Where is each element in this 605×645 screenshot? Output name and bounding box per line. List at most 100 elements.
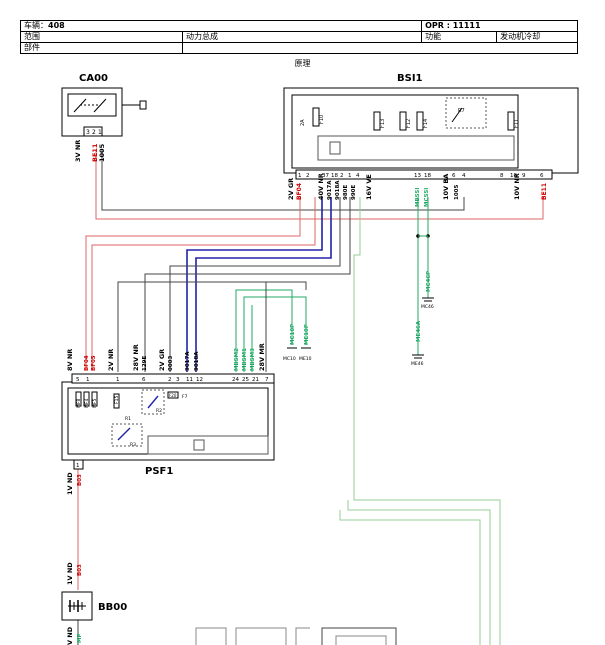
parts-value [182, 42, 578, 54]
psf1-pin-1: 1 [86, 377, 90, 383]
label-mc10p: MC10P [290, 324, 296, 345]
psf1-f15-label: F15 [114, 396, 120, 404]
psf1-8v-nr: 8V NR [66, 349, 74, 371]
bsi1-f10-label: F10 [319, 115, 325, 124]
wire-green-3 [339, 510, 481, 645]
label-mc46: MC46 [421, 304, 434, 310]
bsi1-component: BSI1 F10 F13 F12 F14 F11 R7 2A 1 2 37 18… [283, 73, 579, 207]
wire-1005 [101, 150, 465, 211]
bsi1-title: BSI1 [397, 73, 423, 84]
bsi1-pin-18: 18 [331, 173, 338, 179]
bsi1-fuse-f13 [373, 111, 381, 131]
psf1-relay-switch-2 [147, 395, 159, 409]
bsi1-box [283, 87, 579, 174]
bsi1-fuse-f11 [507, 111, 515, 131]
psf1-wire-bf04: BF04 [84, 355, 90, 371]
bsi1-wire-980e: 980E [343, 185, 349, 200]
psf1-fuse-mf8 [75, 391, 82, 407]
psf1-title: PSF1 [145, 466, 173, 477]
bb00-wire-b03: B03 [77, 564, 83, 576]
bsi1-relay-switch [451, 107, 463, 123]
ca00-connector-label: 3V NR [74, 140, 82, 162]
ca00-title: CA00 [79, 73, 108, 84]
label-me10p: ME10P [304, 324, 310, 345]
psf1-pin-11: 11 [186, 377, 193, 383]
ca00-wire-be11: BE11 [91, 143, 99, 162]
bsi1-f13-label: F13 [380, 119, 386, 128]
psf1-28v-nr: 28V NR [132, 344, 140, 371]
ground-mc10: MC10P ME10P MC10 ME10 [283, 324, 312, 362]
label-me46: ME46 [411, 361, 424, 367]
bsi1-fuse-f12 [399, 111, 407, 131]
psf1-relay-r2 [141, 389, 165, 415]
ca00-wire-1005: 1005 [98, 143, 106, 162]
ground-mc46: MC46P MC46 ME46A ME46 [411, 234, 434, 367]
vehicle-value: 408 [48, 21, 65, 30]
wire-mbsm2 [235, 289, 293, 372]
psf1-wire-129e: 129E [142, 356, 148, 371]
bsi1-pin-9: 9 [522, 173, 526, 179]
bsi1-wire-1005: 1005 [454, 185, 460, 200]
wire-be11 [95, 150, 544, 220]
bottom-outline-2 [235, 627, 287, 645]
bsi1-10v-nr: 10V NR [513, 173, 521, 200]
bsi1-pin-18b: 18 [424, 173, 431, 179]
bsi1-pin-10: 10 [510, 173, 517, 179]
bsi1-ecu-block [317, 135, 515, 161]
wires [77, 150, 544, 645]
bsi1-r7-label: R7 [458, 108, 465, 114]
psf1-fuse-mf5 [91, 391, 98, 407]
wire-990e [144, 197, 351, 372]
bsi1-wire-be11: BE11 [541, 183, 548, 200]
wire-980e [169, 197, 341, 372]
psf1-mf8-label: MF8 [76, 399, 82, 408]
bb00-v-nd: V ND [66, 626, 74, 645]
bsi1-f11-label: F11 [514, 119, 520, 128]
bsi1-fuse-f14 [416, 111, 424, 131]
psf1-mf5-label: MF5 [92, 399, 98, 408]
wire-mbsm1 [243, 296, 307, 372]
psf1-wire-0003: 0003 [168, 356, 174, 371]
psf1-fuse-mf4 [83, 391, 90, 407]
psf1-fuse-f20 [167, 391, 179, 399]
bb00-wire-mp: MP [77, 633, 83, 643]
psf1-wire-bf05: BF05 [91, 355, 97, 371]
psf1-f20-label: F20 [169, 393, 177, 398]
psf1-chip [193, 439, 205, 451]
ca00-component: CA00 3 2 1 3V NR BE11 1005 [61, 73, 147, 162]
psf1-wire-mbsm3: MBSM3 [250, 348, 256, 371]
bsi1-fuse-f10 [312, 107, 320, 127]
ca00-switch-2 [93, 98, 107, 113]
psf1-f7-label: F7 [182, 394, 188, 400]
bsi1-pin-8: 8 [500, 173, 504, 179]
bsi1-pin-strip [295, 169, 553, 180]
psf1-pin-7: 7 [265, 377, 269, 383]
wire-9018a [195, 197, 332, 372]
psf1-28v-mr: 28V MR [258, 343, 266, 371]
label-me46a: ME46A [416, 320, 422, 342]
bsi1-relay-r7 [445, 97, 487, 129]
bsi1-wire-9018a: 9018A [335, 180, 341, 200]
bsi1-2a-label: 2A [300, 119, 306, 126]
psf1-wire-9017a: 9017A [185, 351, 191, 371]
bsi1-inner [291, 94, 519, 169]
label-mc10: MC10 [283, 356, 296, 362]
wire-bf05 [91, 197, 316, 370]
psf1-wire-mbsm2: MBSM2 [234, 348, 240, 371]
bottom-outline-5 [335, 635, 387, 645]
page-title: 原理 [294, 59, 311, 68]
psf1-pin-5: 5 [76, 377, 80, 383]
ca00-pin-1: 1 [98, 129, 102, 136]
wire-9017a [186, 197, 323, 372]
bsi1-10v-ba: 10V BA [442, 174, 450, 200]
psf1-r1-label: R1 [125, 416, 131, 422]
wire-bf04 [85, 197, 301, 370]
psf1-relay-r3 [111, 423, 143, 447]
psf1-wire-mbsm1: MBSM1 [242, 348, 248, 371]
wire-psf-2v [117, 281, 307, 372]
psf1-pin-25: 25 [242, 377, 249, 383]
psf1-wire-9018a: 9018A [194, 351, 200, 371]
bsi1-pin-2: 2 [306, 173, 310, 179]
bsi1-16v-ve: 16V VE [365, 174, 373, 200]
